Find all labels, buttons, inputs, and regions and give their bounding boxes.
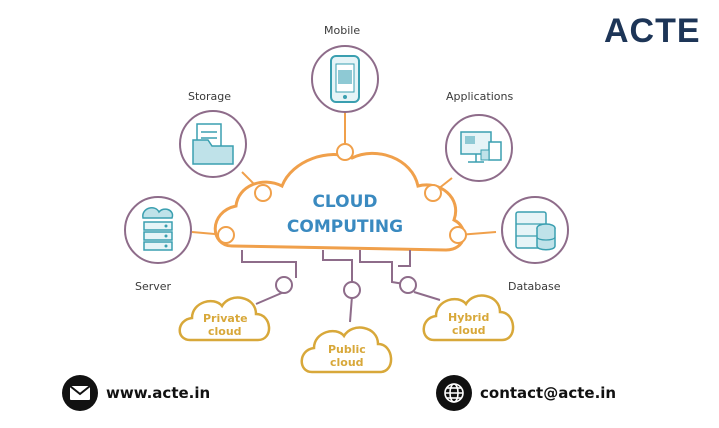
- hybrid-cloud-label-line1: Hybrid: [448, 311, 490, 324]
- circuit-connector-dots: [275, 276, 417, 299]
- private-cloud-label-line1: Private: [203, 312, 248, 325]
- circuit-lines: [241, 250, 441, 323]
- server-label: Server: [135, 280, 172, 293]
- database-icon: [515, 211, 556, 251]
- applications-label: Applications: [446, 90, 514, 103]
- storage-icon: [192, 123, 234, 165]
- cloud-connector-dots: [217, 143, 467, 244]
- email-envelope-icon: [62, 375, 98, 411]
- server-icon: [142, 207, 174, 251]
- center-title-line2: COMPUTING: [287, 217, 403, 237]
- central-cloud-outline: [213, 151, 466, 252]
- center-title-line1: CLOUD: [312, 192, 377, 212]
- private-cloud-label-line2: cloud: [208, 325, 242, 338]
- database-label: Database: [508, 280, 561, 293]
- public-cloud-label-line1: Public: [328, 343, 366, 356]
- hybrid-cloud-label-line2: cloud: [452, 324, 486, 337]
- storage-label: Storage: [188, 90, 232, 103]
- deployment-clouds: [178, 294, 515, 374]
- website-link[interactable]: www.acte.in: [106, 384, 211, 402]
- public-cloud-label-line2: cloud: [330, 356, 364, 369]
- mobile-icon: [330, 55, 360, 103]
- email-contact[interactable]: contact@acte.in: [436, 375, 616, 411]
- email-link[interactable]: contact@acte.in: [480, 384, 617, 402]
- mobile-label: Mobile: [324, 24, 361, 37]
- globe-icon: [436, 375, 472, 411]
- acte-logo: ACTE: [604, 12, 701, 50]
- hybrid-cloud-shape: [422, 294, 515, 342]
- applications-icon: [460, 131, 502, 163]
- website-contact[interactable]: www.acte.in: [62, 375, 210, 411]
- public-cloud-shape: [300, 326, 393, 374]
- private-cloud-shape: [178, 296, 271, 342]
